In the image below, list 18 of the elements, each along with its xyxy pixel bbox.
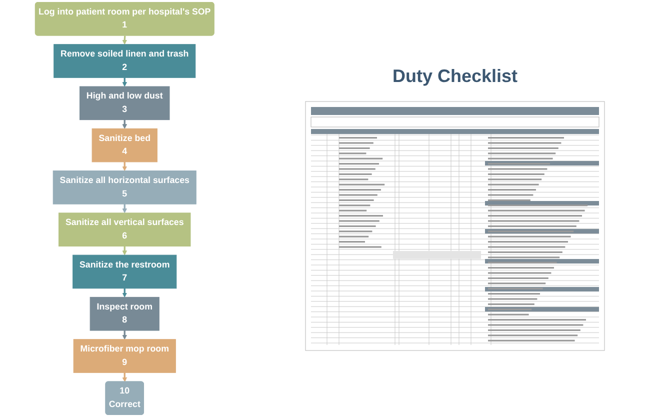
arrow	[122, 162, 128, 172]
node-box: Sanitize all vertical surfaces 6	[58, 212, 192, 246]
node-box: Sanitize all horizontal surfaces 5	[53, 170, 197, 204]
checklist-heading: Duty Checklist	[392, 66, 518, 87]
node-box: Remove soiled linen and trash 2	[54, 44, 196, 78]
arrow	[122, 288, 128, 298]
node-box: Microfiber mop room 9	[74, 339, 176, 373]
arrow	[122, 120, 128, 129]
arrow	[122, 36, 128, 45]
node-box: Sanitize bed 4	[92, 128, 158, 162]
arrow	[122, 246, 128, 256]
node-box: High and low dust 3	[80, 86, 170, 120]
arrow	[122, 204, 128, 214]
arrow	[122, 78, 128, 87]
node-box: Inspect room 8	[90, 296, 160, 331]
arrow	[122, 372, 128, 382]
arrow	[122, 330, 128, 340]
node-box: Sanitize the restroom 7	[72, 254, 178, 289]
